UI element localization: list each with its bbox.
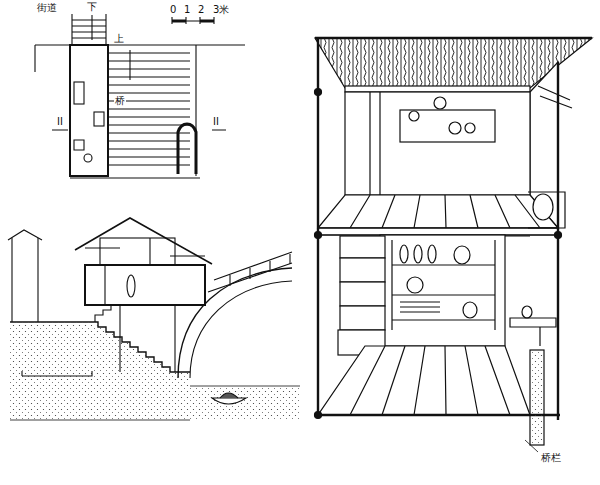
section-mark: II bbox=[56, 116, 64, 127]
scale-number: 1 bbox=[183, 4, 191, 15]
cross-section bbox=[8, 218, 300, 420]
direction-label: 下 bbox=[86, 1, 98, 12]
section-mark: II bbox=[212, 116, 220, 127]
floor-plan bbox=[35, 14, 245, 178]
part-label: 桥栏 bbox=[540, 452, 562, 463]
bridge-label: 桥 bbox=[114, 95, 126, 106]
perspective-section bbox=[315, 38, 593, 452]
street-label: 街道 bbox=[36, 2, 58, 13]
scale-number: 0 bbox=[169, 4, 177, 15]
scale-number: 2 bbox=[197, 4, 205, 15]
scale-number: 3米 bbox=[212, 4, 230, 15]
direction-label: 上 bbox=[113, 33, 125, 44]
